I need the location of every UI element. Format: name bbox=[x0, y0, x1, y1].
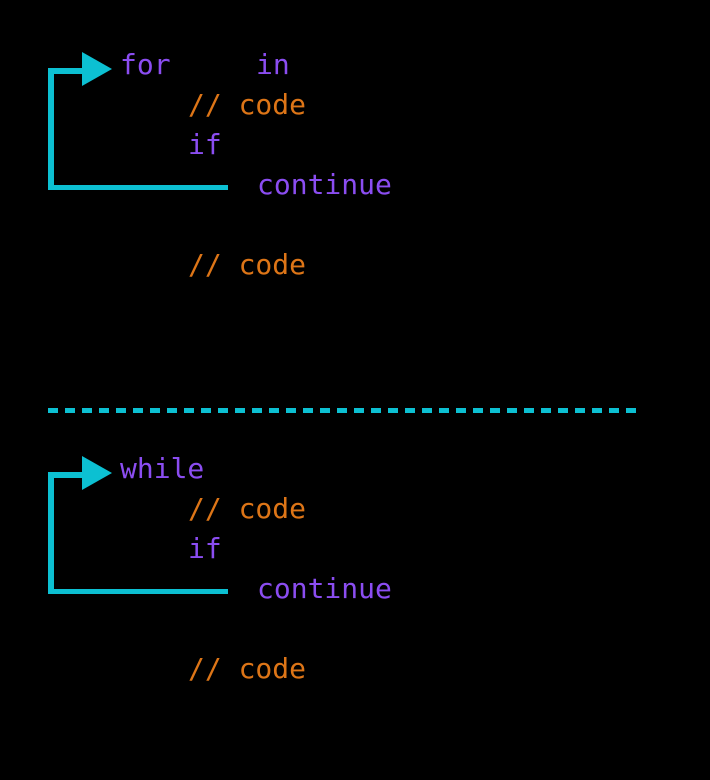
if-keyword: if bbox=[188, 128, 222, 161]
continue-keyword: continue bbox=[257, 168, 392, 201]
continue-keyword: continue bbox=[257, 572, 392, 605]
section-divider bbox=[48, 408, 640, 413]
in-keyword: in bbox=[256, 48, 290, 81]
if-keyword: if bbox=[188, 532, 222, 565]
while-keyword: while bbox=[120, 452, 205, 485]
loop-back-arrow-vertical-line bbox=[48, 472, 54, 594]
loop-back-arrow-bottom-line bbox=[48, 589, 228, 594]
loop-back-arrow-top-line bbox=[48, 68, 83, 74]
loop-back-arrow-vertical-line bbox=[48, 68, 54, 190]
loop-back-arrow-head-icon bbox=[82, 52, 112, 86]
code-comment: // code bbox=[188, 248, 307, 281]
loop-back-arrow-bottom-line bbox=[48, 185, 228, 190]
loop-back-arrow-top-line bbox=[48, 472, 83, 478]
code-comment: // code bbox=[188, 492, 307, 525]
for-keyword: for bbox=[120, 48, 171, 81]
code-comment: // code bbox=[188, 652, 307, 685]
loop-back-arrow-head-icon bbox=[82, 456, 112, 490]
code-comment: // code bbox=[188, 88, 307, 121]
